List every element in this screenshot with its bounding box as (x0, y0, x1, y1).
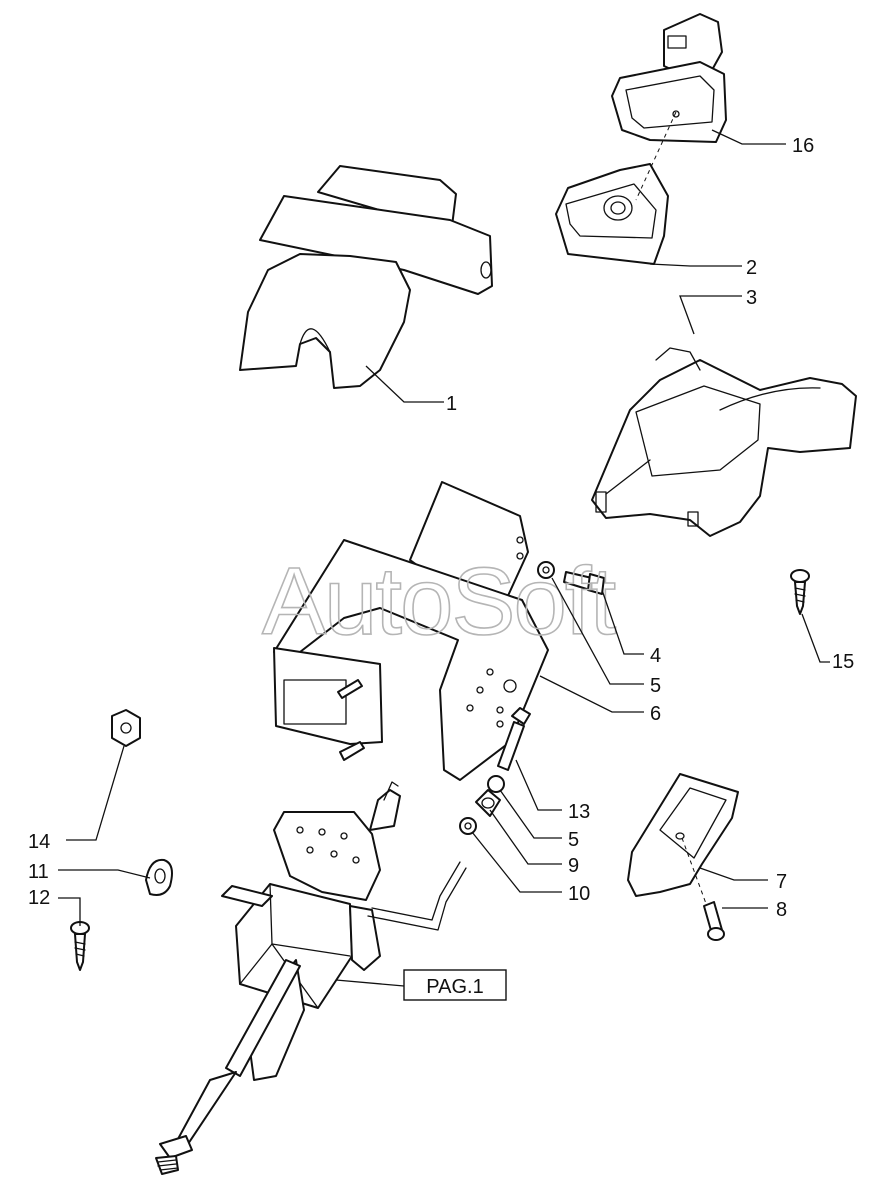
callout-5-lower: 5 (568, 829, 579, 851)
callout-12: 12 (28, 887, 50, 909)
callout-13: 13 (568, 801, 590, 823)
callout-3: 3 (746, 287, 757, 309)
part-9-bushing (475, 789, 501, 817)
callout-9: 9 (568, 855, 579, 877)
page-reference-label: PAG.1 (426, 976, 483, 998)
part-2-axis-line (635, 111, 677, 201)
callout-5-upper: 5 (650, 675, 661, 697)
part-12-screw (70, 921, 90, 971)
part-8-screw (703, 901, 725, 941)
callout-6: 6 (650, 703, 661, 725)
callout-4: 4 (650, 645, 661, 667)
part-5-washer-upper (537, 561, 555, 579)
part-2-lower-cover (555, 163, 669, 265)
autosoft-watermark: AutoSoft (262, 548, 616, 655)
page-reference-box[interactable]: PAG.1 (403, 969, 507, 1001)
part-10-nut (459, 817, 477, 835)
part-13-bolt-lower (497, 707, 531, 771)
part-15-screw (790, 569, 810, 615)
callout-11: 11 (28, 861, 49, 883)
callout-8: 8 (776, 899, 787, 921)
part-4-bolt-upper (563, 571, 605, 595)
part-7-tray (627, 773, 739, 897)
part-16-upper-cover (611, 13, 727, 143)
part-1-column-shroud (239, 165, 493, 389)
part-3-dash-cover (591, 347, 857, 537)
callout-14: 14 (28, 831, 50, 853)
part-5-washer-lower (487, 775, 505, 793)
callout-15: 15 (832, 651, 854, 673)
leader-lines (58, 129, 830, 987)
callout-1: 1 (446, 393, 457, 415)
callout-16: 16 (792, 135, 814, 157)
part-14-nut (111, 709, 141, 747)
part-11-clip (145, 858, 173, 896)
callout-2: 2 (746, 257, 757, 279)
steering-column-assembly (155, 781, 467, 1175)
callout-10: 10 (568, 883, 590, 905)
part-6-mounting-bracket (273, 481, 549, 781)
callout-7: 7 (776, 871, 787, 893)
